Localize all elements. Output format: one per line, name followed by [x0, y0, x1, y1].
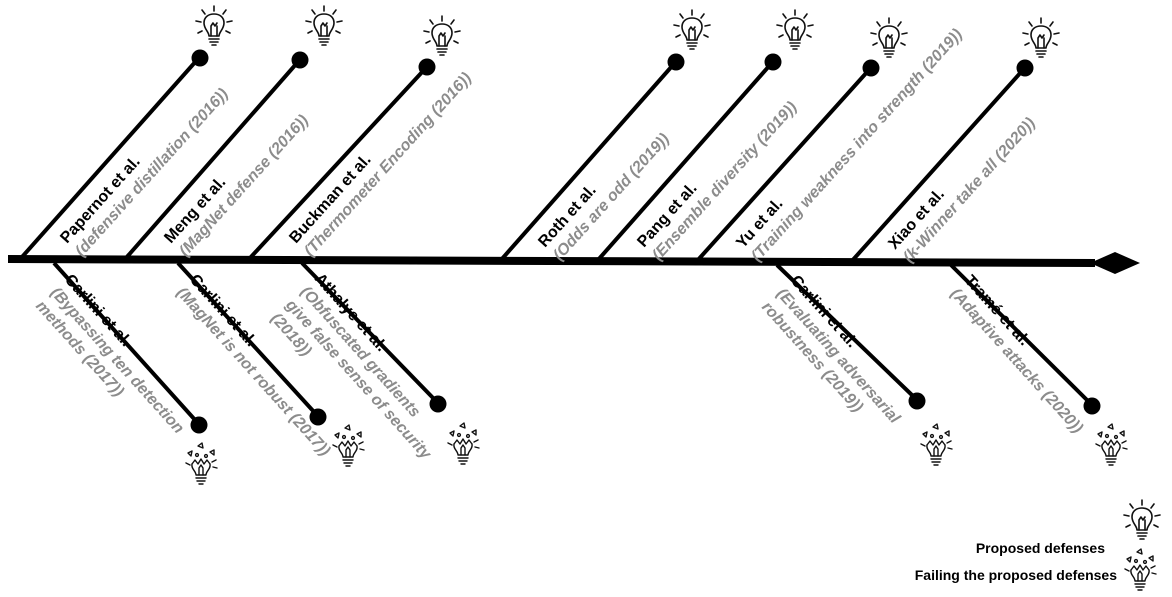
legend-failing-label: Failing the proposed defenses	[915, 567, 1117, 583]
lightbulb-icon	[776, 9, 814, 50]
attack-work: (Evaluating adversarial	[773, 285, 903, 427]
defense-work: (k-Winner take all (2020))	[900, 115, 1039, 266]
lightbulb-icon	[195, 5, 233, 46]
attack-branch: Athalye et al. (Obfuscated gradients giv…	[267, 261, 480, 465]
attack-work: (Bypassing ten detection	[47, 284, 187, 437]
lightbulb-icon	[673, 9, 711, 50]
lightbulb-icon	[423, 15, 461, 56]
lightbulb-icon	[305, 5, 343, 46]
attack-branch: Tramé et al. (Adaptive attacks (2020))	[947, 263, 1128, 466]
defense-branch: Xiao et al. (k-Winner take all (2020))	[849, 17, 1060, 266]
lightbulb-icon	[870, 17, 908, 58]
attack-work: (Adaptive attacks (2020))	[947, 285, 1086, 436]
broken-lightbulb-icon	[1095, 423, 1128, 466]
legend-proposed-label: Proposed defenses	[976, 540, 1105, 556]
lightbulb-icon	[1022, 17, 1060, 58]
timeline-spine	[7, 255, 1096, 267]
broken-lightbulb-icon	[332, 424, 365, 467]
broken-lightbulb-icon	[920, 423, 953, 466]
broken-lightbulb-icon	[1124, 548, 1157, 591]
lightbulb-icon	[1123, 499, 1161, 540]
timeline-arrowhead	[1090, 252, 1140, 274]
broken-lightbulb-icon	[447, 422, 480, 465]
attack-branch: Carlini et al. (Evaluating adversarial r…	[758, 263, 953, 466]
broken-lightbulb-icon	[185, 442, 218, 485]
attack-work: (Obfuscated gradients	[297, 283, 423, 421]
defense-work: (Thermometer Encoding (2016))	[301, 70, 475, 260]
legend: Proposed defenses Failing the proposed d…	[915, 499, 1161, 591]
